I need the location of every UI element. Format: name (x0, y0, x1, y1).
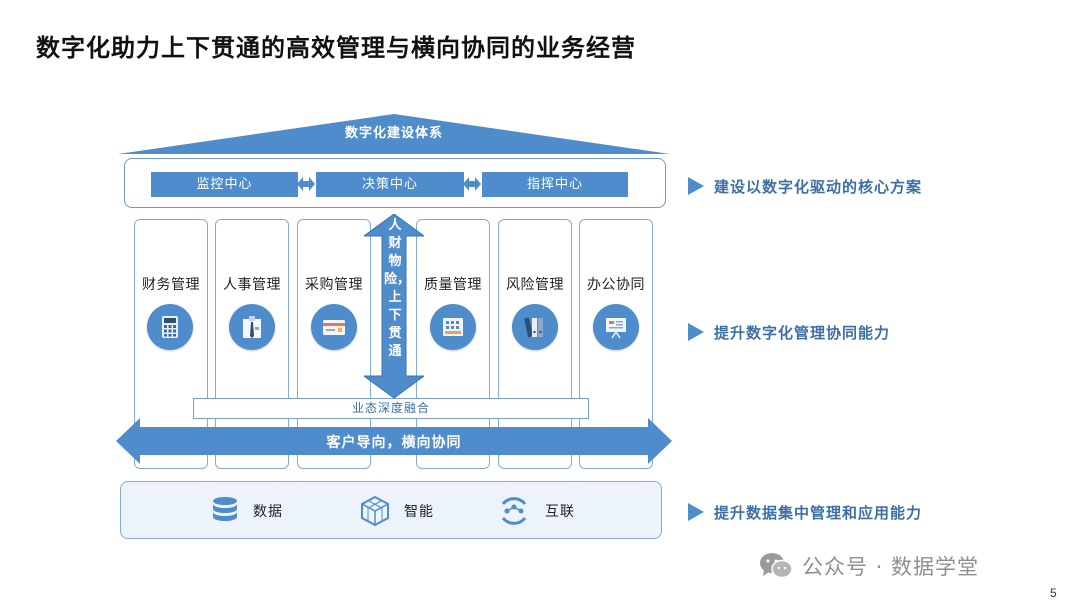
monitoring-center-box: 监控中心 (151, 172, 298, 197)
foundation-label: 数据 (253, 504, 283, 520)
cube-network-icon (361, 495, 389, 527)
triangle-bullet-icon (688, 177, 704, 195)
command-center-box: 指挥中心 (482, 172, 628, 197)
purchase-card-icon (311, 304, 357, 350)
pillar-label-office: 办公协同 (587, 277, 645, 293)
side-label-text: 提升数据集中管理和应用能力 (714, 503, 923, 522)
foundation-item-data: 数据 (211, 496, 283, 526)
binders-icon (512, 304, 558, 350)
fusion-bar: 业态深度融合 (193, 398, 589, 419)
foundation-label: 互联 (545, 504, 575, 520)
foundation-label: 智能 (404, 504, 434, 520)
id-badge-icon (229, 304, 275, 350)
watermark-text: 公众号 · 数据学堂 (802, 555, 980, 579)
foundation-item-interconnect: 互联 (497, 496, 575, 526)
pillar-label-risk: 风险管理 (506, 277, 564, 293)
pillar-label-quality: 质量管理 (424, 277, 482, 293)
foundation-band (120, 481, 662, 539)
side-label-text: 提升数字化管理协同能力 (714, 323, 891, 342)
double-arrow-icon (297, 177, 315, 191)
pillar-label-purchase: 采购管理 (305, 277, 363, 293)
watermark: 公众号 · 数据学堂 (758, 548, 979, 584)
side-label-text: 建设以数字化驱动的核心方案 (714, 177, 923, 196)
side-label-collaboration: 提升数字化管理协同能力 (688, 319, 890, 345)
presentation-board-icon (593, 304, 639, 350)
triangle-bullet-icon (688, 323, 704, 341)
horizontal-arrow-label: 客户导向，横向协同 (326, 435, 462, 451)
double-arrow-icon (463, 177, 481, 191)
wechat-icon (760, 553, 793, 579)
decision-center-box: 决策中心 (316, 172, 464, 197)
database-icon (213, 497, 237, 521)
pillar-label-finance: 财务管理 (142, 277, 200, 293)
side-label-core-plan: 建设以数字化驱动的核心方案 (688, 173, 922, 199)
calculator-icon (147, 304, 193, 350)
side-label-data-management: 提升数据集中管理和应用能力 (688, 499, 922, 525)
interconnect-icon (501, 497, 527, 525)
roof-triangle (118, 114, 670, 154)
page-number: 5 (1050, 586, 1057, 600)
foundation-item-ai: 智能 (360, 495, 434, 527)
vertical-arrow-text: 人财物险，上下贯通 (384, 218, 411, 359)
vertical-double-arrow (364, 214, 424, 398)
roof-label: 数字化建设体系 (344, 126, 443, 141)
pillar-label-hr: 人事管理 (223, 277, 281, 293)
triangle-bullet-icon (688, 503, 704, 521)
quality-chart-icon (430, 304, 476, 350)
horizontal-double-arrow (116, 418, 672, 464)
page-title: 数字化助力上下贯通的高效管理与横向协同的业务经营 (36, 33, 636, 62)
